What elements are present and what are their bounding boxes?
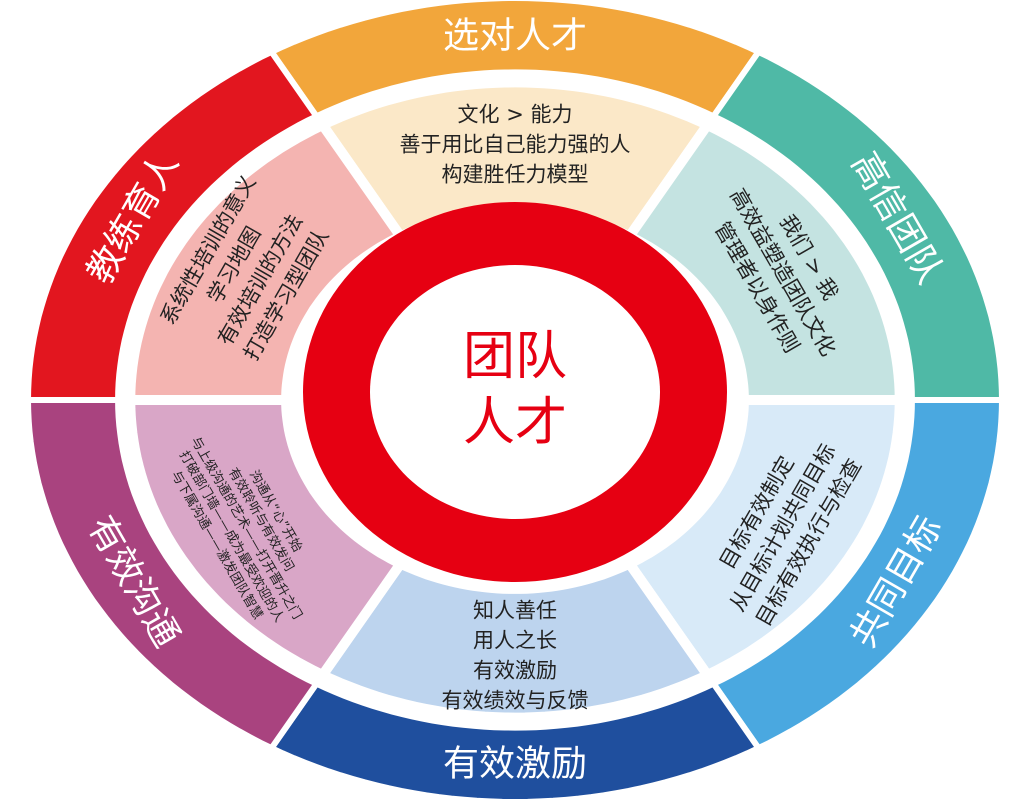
segment-items-select-talent: 文化 > 能力善于用比自己能力强的人构建胜任力模型 <box>400 103 631 187</box>
segment-item: 文化 > 能力 <box>458 103 573 127</box>
segment-item: 有效绩效与反馈 <box>442 688 589 712</box>
segment-item: 善于用比自己能力强的人 <box>400 133 631 157</box>
segment-item: 用人之长 <box>473 628 557 652</box>
segment-title-select-talent: 选对人才 <box>443 16 587 57</box>
segment-items-effective-incentive: 知人善任用人之长有效激励有效绩效与反馈 <box>442 598 589 712</box>
segment-item: 知人善任 <box>473 598 557 622</box>
segment-item: 构建胜任力模型 <box>442 163 589 187</box>
center-white-disc <box>370 265 660 519</box>
center-title-line: 人才 <box>463 393 567 453</box>
outer-band-coaching <box>24 48 321 403</box>
center-title-line: 团队 <box>463 327 567 387</box>
segment-item: 有效激励 <box>473 658 557 682</box>
segment-title-effective-incentive: 有效激励 <box>443 743 587 784</box>
